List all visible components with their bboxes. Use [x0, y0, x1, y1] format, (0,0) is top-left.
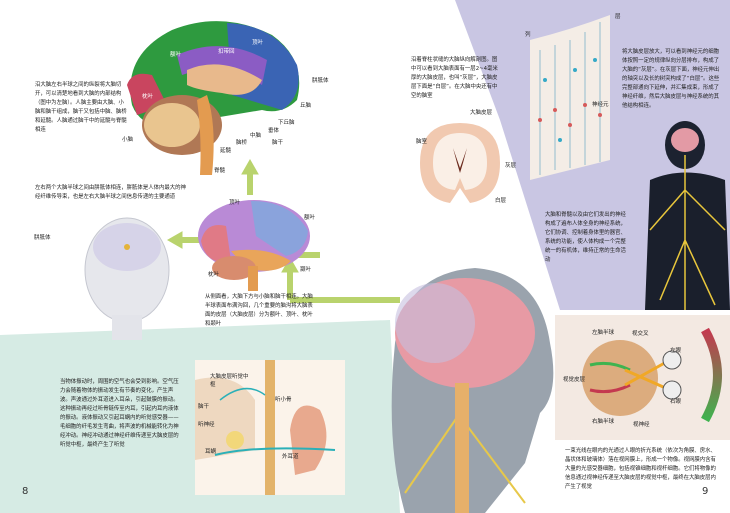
vision-text: 一束光线在眼内的光通过人眼的折光系统（依次为角膜、房水、晶状体和玻璃体）落在视网…: [565, 448, 716, 490]
lateral-label-temporal: 颞叶: [300, 267, 312, 273]
ear-label-cochlea: 耳蜗: [205, 449, 217, 455]
neuron-label-column: 列: [525, 32, 531, 38]
vision-label-optic-nerve: 视神经: [633, 422, 650, 428]
page-number-left: 8: [22, 486, 29, 497]
label-hypothalamus: 下丘脑: [278, 120, 295, 126]
head-front-illustration: [84, 217, 170, 340]
coronal-label-white: 白层: [495, 198, 507, 204]
label-medulla: 延髓: [220, 148, 232, 154]
coronal-label-cortex: 大脑皮层: [470, 110, 493, 116]
vision-label-chiasm: 视交叉: [632, 331, 649, 337]
hearing-text: 当物体振动时，周围的空气也会受到影响。空气压力会随着物体的振动发生有节奏的变化，…: [60, 379, 179, 448]
vision-label-visual-cortex: 视觉皮层: [563, 377, 586, 383]
coronal-label-gray: 灰层: [505, 163, 517, 169]
corpus-callosum-text: 左右两个大脑半球之间由胼胝体相连，胼胝体是人体内最大的神经纤维传导束，也是左右大…: [35, 185, 186, 200]
label-cingulate: 扣带回: [218, 49, 235, 55]
label-cerebellum: 小脑: [122, 137, 134, 143]
page-number-right: 9: [702, 486, 709, 497]
vision-label-right-eye: 右眼: [670, 399, 682, 405]
label-brainstem: 脑干: [272, 140, 284, 146]
lateral-brain-illustration: [198, 200, 310, 291]
ear-label-brainstem: 脑干: [198, 404, 210, 410]
head-label-corpus: 胼胝体: [34, 235, 51, 241]
coronal-brain-illustration: [420, 123, 500, 203]
label-frontal: 额叶: [170, 52, 182, 58]
vision-label-right-hemi: 右脑半球: [592, 419, 615, 425]
ear-label-nerve: 听神经: [198, 422, 215, 428]
lateral-label-frontal: 额叶: [304, 215, 316, 221]
lateral-label-occipital: 枕叶: [208, 272, 220, 278]
vision-label-left-eye: 左眼: [670, 348, 682, 354]
sagittal-brain-illustration: [127, 21, 300, 175]
cortex-neuron-illustration: [530, 15, 610, 180]
neuron-text: 将大脑皮层放大，可以看到神经元的细胞体按照一定的规律纵向分层排布，构成了大脑的“…: [622, 49, 720, 109]
coronal-text: 沿着脊柱状缝的大脑纵向解剖图。图中可以看到大脑表面有一层2~4毫米厚的大脑皮层，…: [411, 57, 498, 99]
nervous-system-text: 大脑和脊髓以及由它们发出的神经构成了遍布人体全身的神经系统，它们协调、控制着身体…: [545, 212, 626, 263]
intro-text: 沿大脑左右半球之间的纵裂将大脑切开，可以清楚地看到大脑的内部结构（图中为左脑）。…: [35, 82, 127, 133]
label-spinal: 脊髓: [214, 168, 226, 174]
nervous-system-figure: [645, 121, 730, 310]
vision-pathway-illustration: [582, 327, 722, 423]
head-side-illustration: [391, 268, 554, 513]
lateral-caption: 从侧面看，大脑下方与小脑和脑干相连。大脑半球表面布满沟回，几个重要的脑沟将大脑表…: [205, 294, 313, 327]
ear-label-cortex: 大脑皮层听觉中枢: [210, 374, 249, 388]
label-midbrain: 中脑: [250, 133, 262, 139]
neuron-label-layer: 层: [615, 14, 621, 20]
ear-label-canal: 外耳道: [282, 454, 299, 460]
label-pituitary: 垂体: [268, 128, 280, 134]
label-parietal: 顶叶: [252, 40, 264, 46]
label-corpus: 胼胝体: [312, 78, 329, 84]
neuron-label-neuron: 神经元: [592, 102, 609, 108]
ear-label-ossicles: 听小骨: [275, 397, 292, 403]
label-occipital: 枕叶: [142, 94, 154, 100]
label-pons: 脑桥: [236, 140, 248, 146]
label-thalamus: 丘脑: [300, 103, 312, 109]
ear-illustration: [195, 360, 336, 495]
vision-label-left-hemi: 左脑半球: [592, 330, 615, 336]
lateral-label-parietal: 顶叶: [229, 200, 241, 206]
coronal-label-ventricle: 脑室: [416, 139, 428, 145]
